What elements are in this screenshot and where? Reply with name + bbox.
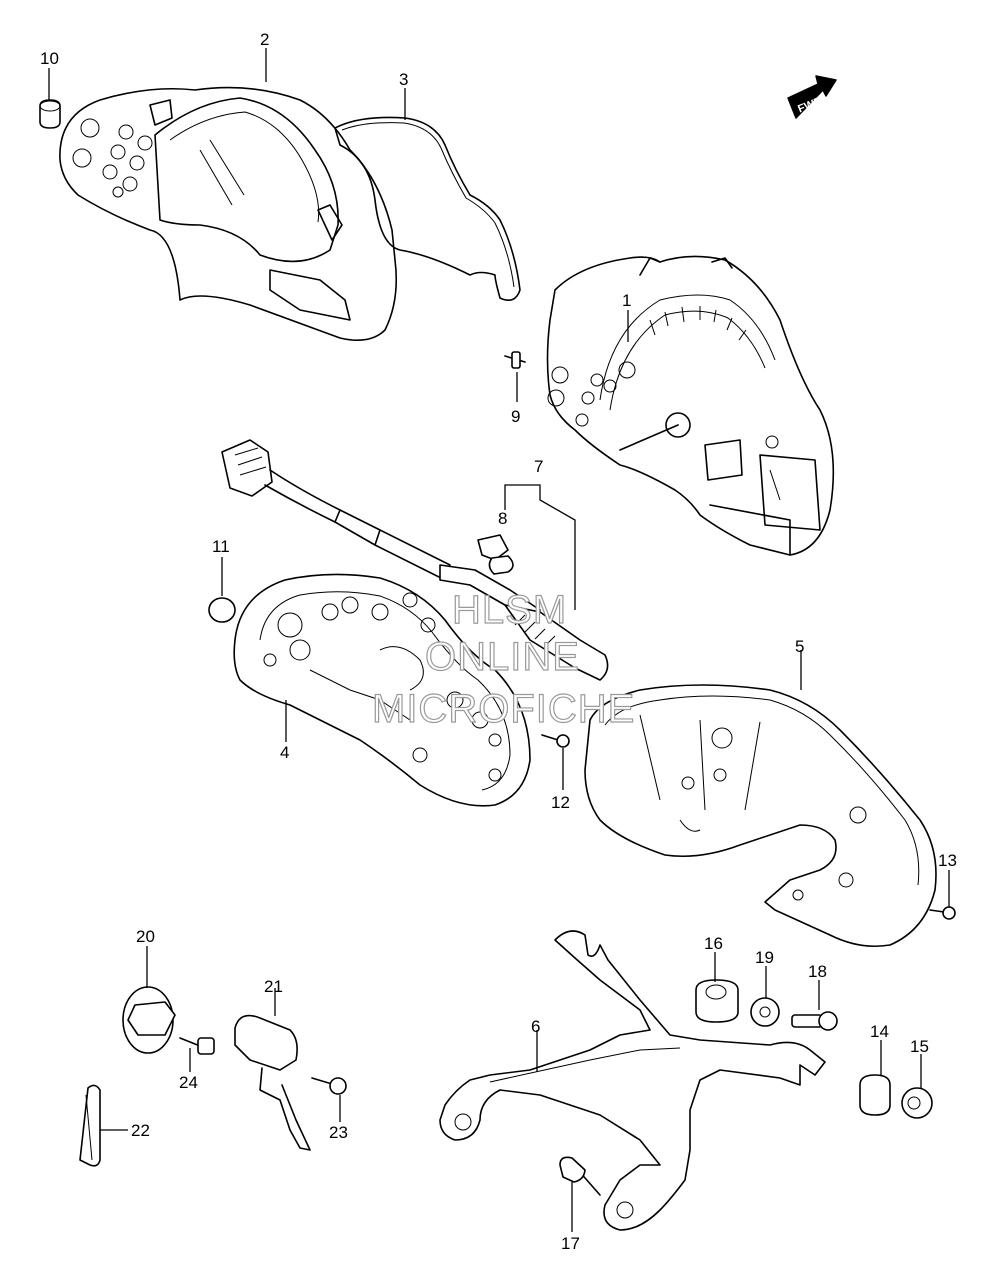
callout-20: 20 (136, 927, 155, 946)
callout-9: 9 (511, 407, 520, 426)
part-23-bolt (311, 1077, 347, 1095)
part-3-gasket (334, 116, 521, 301)
callout-19: 19 (755, 948, 774, 967)
callout-5: 5 (795, 637, 804, 656)
part-10-cap (39, 99, 61, 129)
callout-23: 23 (329, 1123, 348, 1142)
callout-10: 10 (40, 49, 59, 68)
part-1-meter-assembly (546, 255, 835, 556)
part-17-bolt (559, 1156, 601, 1196)
part-18-bolt (791, 1011, 838, 1031)
part-6-bracket (439, 930, 826, 1231)
callout-labels: 10 2 3 1 9 7 8 11 4 5 12 13 20 16 19 18 … (40, 30, 957, 1253)
part-21-reflector-bracket (234, 1014, 311, 1151)
callout-17: 17 (561, 1234, 580, 1253)
callout-7: 7 (534, 457, 543, 476)
part-16-grommet (695, 979, 739, 1023)
callout-8: 8 (498, 509, 507, 528)
callout-21: 21 (264, 977, 283, 996)
callout-3: 3 (399, 70, 408, 89)
watermark: HLSM ONLINE MICROFICHE (371, 587, 635, 731)
callout-11: 11 (212, 537, 230, 556)
part-9-pin (504, 351, 526, 369)
part-22-clip (79, 1084, 101, 1167)
callout-14: 14 (870, 1022, 889, 1041)
callout-6: 6 (531, 1017, 540, 1036)
watermark-line-1: HLSM (452, 588, 567, 632)
callout-22: 22 (131, 1121, 150, 1140)
watermark-line-3: MICROFICHE (372, 687, 635, 731)
callout-2: 2 (260, 30, 269, 49)
callout-18: 18 (808, 962, 827, 981)
part-14-grommet (859, 1074, 891, 1116)
callout-4: 4 (280, 743, 289, 762)
part-20-grommet (122, 986, 176, 1054)
part-11-round-lens (208, 597, 236, 623)
part-2-upper-cover (59, 86, 398, 341)
fwd-direction-arrow: FWD (787, 75, 837, 119)
part-12-screw (541, 734, 570, 748)
callout-1: 1 (622, 291, 631, 310)
part-13-screw (929, 906, 956, 920)
part-19-washer (750, 997, 780, 1027)
callout-13: 13 (938, 851, 957, 870)
watermark-line-2: ONLINE (425, 635, 580, 679)
part-5-lower-cover (584, 684, 937, 948)
callout-24: 24 (179, 1073, 198, 1092)
part-7-wiring-harness (221, 439, 609, 681)
callout-16: 16 (704, 934, 723, 953)
callout-12: 12 (551, 793, 570, 812)
callout-15: 15 (910, 1037, 929, 1056)
leader-lines (48, 48, 950, 1232)
part-15-collar (901, 1087, 933, 1119)
part-24-screw (179, 1037, 215, 1055)
part-4-lower-case (233, 573, 531, 807)
